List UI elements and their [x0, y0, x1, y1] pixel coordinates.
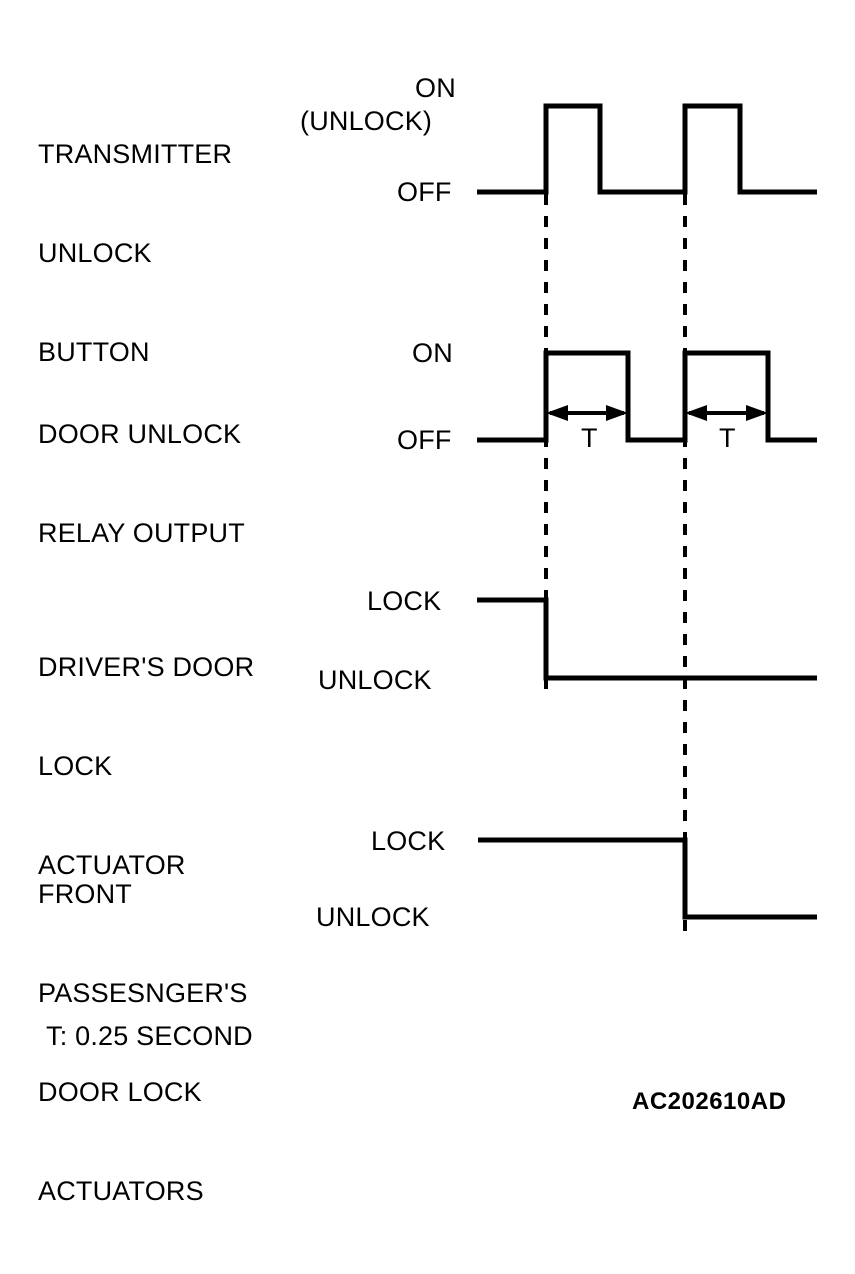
duration-label-t2: T — [719, 423, 736, 453]
timing-diagram: TRANSMITTER UNLOCK BUTTON ON (UNLOCK) OF… — [38, 72, 817, 1206]
signal-name-line: ACTUATOR — [38, 850, 186, 880]
figure-code: AC202610AD — [632, 1088, 787, 1115]
duration-label-t1: T — [581, 423, 598, 453]
signal-name-line: LOCK — [38, 751, 113, 781]
state-label-transmitter-on: ON — [415, 73, 456, 103]
signal-name-transmitter-unlock-button: TRANSMITTER UNLOCK BUTTON — [38, 72, 232, 435]
waveform-drivers-door-lock-actuator — [477, 597, 817, 681]
state-label-driver-unlock: UNLOCK — [318, 665, 432, 695]
state-label-driver-lock: LOCK — [367, 586, 442, 616]
signal-name-line: FRONT — [38, 879, 132, 909]
signal-name-line: TRANSMITTER — [38, 139, 233, 169]
signal-name-line: ACTUATORS — [38, 1176, 204, 1206]
state-label-relay-on: ON — [412, 338, 453, 368]
signal-name-line: DRIVER'S DOOR — [38, 652, 255, 682]
signal-name-door-unlock-relay-output: DOOR UNLOCK RELAY OUTPUT — [38, 352, 245, 616]
signal-name-drivers-door-lock-actuator: DRIVER'S DOOR LOCK ACTUATOR — [38, 585, 254, 948]
state-label-transmitter-off: OFF — [397, 177, 452, 207]
state-sublabel-transmitter-unlock: (UNLOCK) — [300, 106, 433, 136]
duration-arrow-1 — [546, 405, 628, 421]
footnote-duration: T: 0.25 SECOND — [46, 1021, 253, 1051]
waveform-transmitter-unlock-button — [477, 103, 817, 195]
signal-name-line: RELAY OUTPUT — [38, 518, 245, 548]
waveform-door-unlock-relay-output — [477, 350, 817, 443]
state-label-passenger-unlock: UNLOCK — [316, 902, 430, 932]
state-label-passenger-lock: LOCK — [371, 826, 446, 856]
waveform-front-passenger-door-lock-actuators — [478, 837, 817, 920]
duration-arrow-2 — [685, 405, 768, 421]
waveform-canvas — [477, 103, 817, 935]
signal-name-line: PASSESNGER'S — [38, 978, 248, 1008]
signal-name-line: DOOR LOCK — [38, 1077, 202, 1107]
signal-name-line: DOOR UNLOCK — [38, 419, 242, 449]
signal-name-line: UNLOCK — [38, 238, 152, 268]
state-label-relay-off: OFF — [397, 425, 452, 455]
signal-name-line: BUTTON — [38, 337, 150, 367]
